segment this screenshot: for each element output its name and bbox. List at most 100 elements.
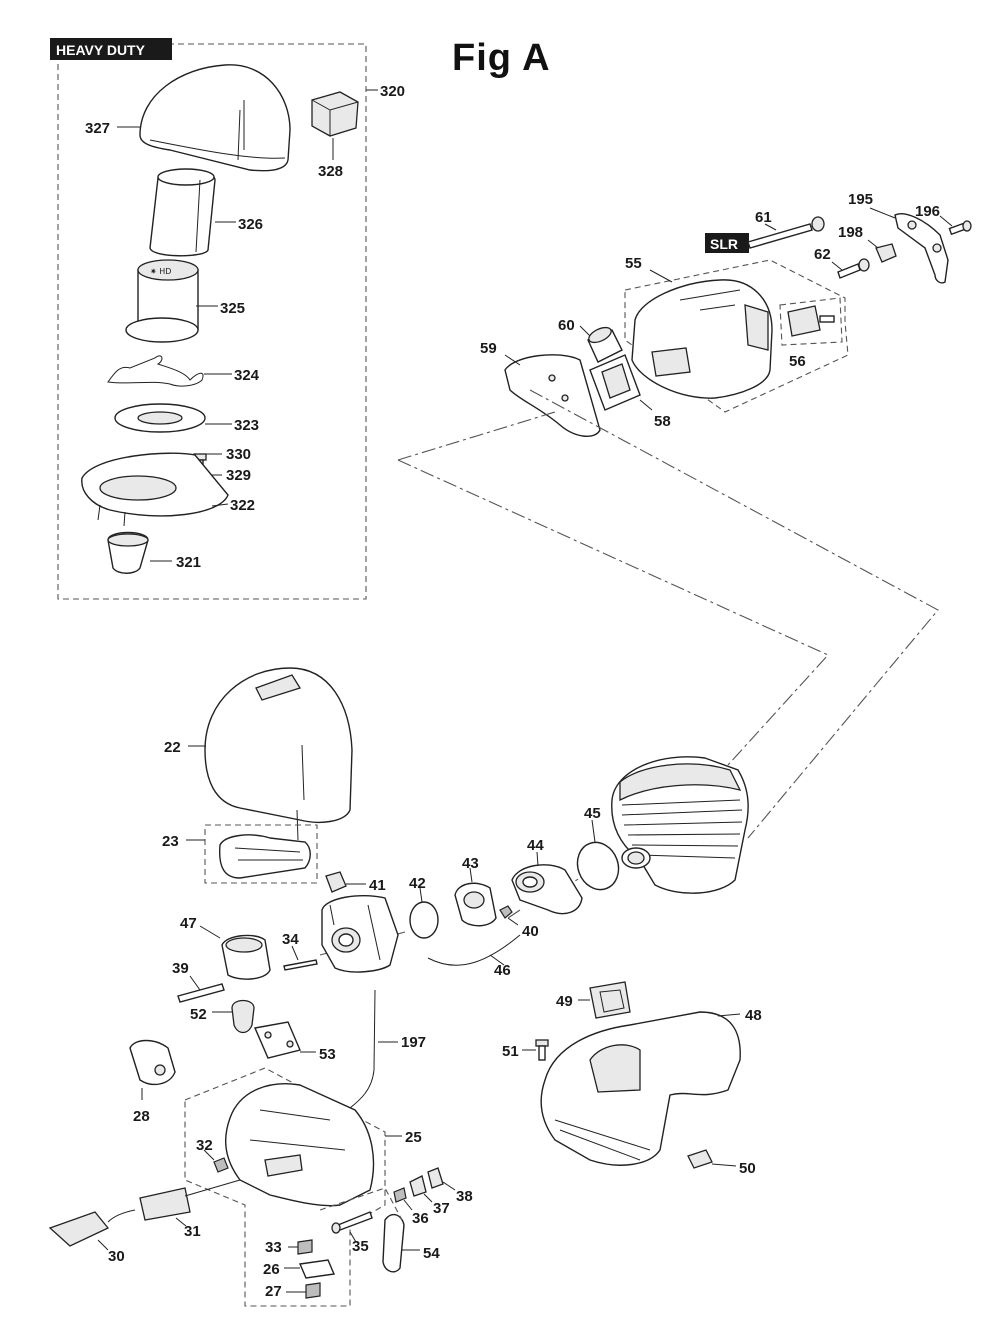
callout-28: 28: [133, 1108, 150, 1125]
callout-41: 41: [369, 877, 386, 894]
callout-196: 196: [915, 203, 940, 220]
part-322-base: [81, 452, 229, 527]
leader-196: [939, 215, 953, 227]
callout-62: 62: [814, 246, 831, 263]
leader-55: [649, 269, 673, 283]
part-27-nut: [305, 1282, 321, 1299]
callout-322: 322: [230, 497, 255, 514]
callout-35: 35: [352, 1238, 369, 1255]
leader-36: [403, 1199, 413, 1211]
slr-tag: SLR: [710, 236, 738, 252]
leader-42: [419, 887, 423, 903]
callout-198: 198: [838, 224, 863, 241]
part-37-clip: [409, 1175, 427, 1197]
part-52-mount: [231, 999, 255, 1034]
callout-37: 37: [433, 1200, 450, 1217]
leader-60: [579, 325, 591, 337]
part-33-grommet: [297, 1239, 313, 1255]
callout-56: 56: [789, 353, 806, 370]
leader-35: [349, 1231, 357, 1243]
part-25-carb-housing: [184, 1067, 386, 1307]
part-321-adapter: [107, 531, 149, 574]
callout-26: 26: [263, 1261, 280, 1278]
leader-34: [291, 945, 299, 961]
part-59-heat-shield: [504, 354, 601, 437]
callout-326: 326: [238, 216, 263, 233]
part-32-nut: [213, 1157, 229, 1173]
connector-shield-cylinder: [529, 389, 939, 839]
leader-195: [869, 207, 896, 219]
callout-58: 58: [654, 413, 671, 430]
callout-42: 42: [409, 875, 426, 892]
heavy-duty-tag-bg: [50, 38, 172, 60]
callout-31: 31: [184, 1223, 201, 1240]
callout-44: 44: [527, 837, 544, 854]
callout-43: 43: [462, 855, 479, 872]
part-cylinder: [611, 756, 749, 894]
leader-322: [211, 503, 229, 507]
callout-53: 53: [319, 1046, 336, 1063]
part-60-sleeve: [587, 326, 623, 363]
part-38-clip: [427, 1167, 444, 1189]
part-28-stud: [129, 1039, 176, 1086]
slr-group: SLR: [504, 207, 972, 437]
part-44-manifold: [511, 864, 583, 915]
callout-195: 195: [848, 191, 873, 208]
callout-59: 59: [480, 340, 497, 357]
leader-40: [507, 917, 519, 926]
callout-324: 324: [234, 367, 260, 384]
callout-47: 47: [180, 915, 197, 932]
leader-43: [469, 867, 473, 883]
leader-31: [175, 1217, 187, 1227]
part-22-main-cover: [204, 667, 353, 841]
part-328-foam: [311, 91, 359, 137]
part-53-bracket: [254, 1021, 301, 1059]
leader-37: [423, 1193, 433, 1203]
part-43-flange: [454, 882, 497, 927]
part-55-muffler: [631, 279, 773, 399]
callout-34: 34: [282, 931, 299, 948]
callout-49: 49: [556, 993, 573, 1010]
part-31-block: [139, 1179, 241, 1221]
part-197-hose: [349, 989, 376, 1109]
part-61-bolt: [747, 216, 825, 249]
leader-62: [831, 261, 843, 271]
callout-25: 25: [405, 1129, 422, 1146]
part-46-hose: [427, 934, 521, 966]
part-325-filter: ✷ HD: [125, 259, 199, 343]
callout-60: 60: [558, 317, 575, 334]
callout-45: 45: [584, 805, 601, 822]
callout-55: 55: [625, 255, 642, 272]
part-49-pad: [589, 981, 631, 1019]
part-58-gasket: [589, 354, 641, 411]
part-35-screw: [331, 1211, 373, 1234]
callout-51: 51: [502, 1043, 519, 1060]
part-48-side-cover: [540, 1011, 741, 1166]
part-47-housing: [221, 934, 271, 980]
callout-330: 330: [226, 446, 251, 463]
leader-38: [442, 1181, 456, 1191]
callout-52: 52: [190, 1006, 207, 1023]
part-195-bracket: [894, 213, 949, 284]
leader-58: [639, 399, 653, 411]
slr-tag-bg: [705, 233, 749, 253]
part-51-screw: [535, 1039, 549, 1061]
leader-47: [199, 925, 221, 939]
part-56-deflector: [779, 297, 843, 346]
part-50-cap: [687, 1149, 713, 1169]
callout-labels: 3203273283263253243233303293223216119519…: [85, 83, 940, 1300]
leader-45: [591, 819, 596, 843]
callout-329: 329: [226, 467, 251, 484]
leader-32: [203, 1149, 215, 1161]
leader-39: [189, 975, 201, 991]
leader-59: [504, 354, 521, 366]
leader-48: [717, 1013, 741, 1017]
callout-327: 327: [85, 120, 110, 137]
part-41-fitting: [325, 871, 347, 893]
callout-23: 23: [162, 833, 179, 850]
part-34-pin: [283, 959, 318, 971]
part-carburetor: [321, 895, 399, 973]
leader-50: [711, 1163, 737, 1167]
callout-33: 33: [265, 1239, 282, 1256]
leader-30: [97, 1239, 109, 1251]
